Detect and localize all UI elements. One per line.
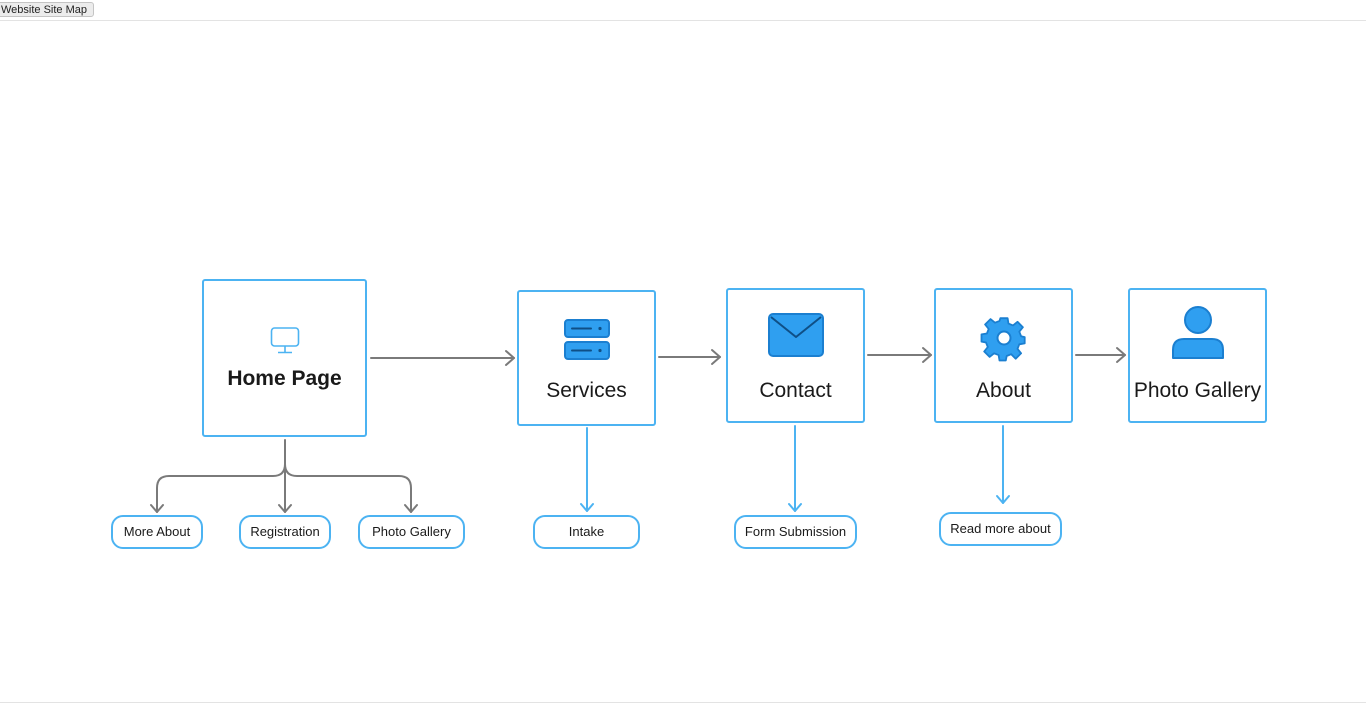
server-icon bbox=[563, 318, 611, 362]
mail-icon bbox=[767, 312, 825, 358]
gear-icon bbox=[979, 313, 1029, 363]
node-home-page[interactable]: Home Page bbox=[202, 279, 367, 437]
branch-home bbox=[156, 439, 286, 513]
tab-website-site-map[interactable]: Website Site Map bbox=[0, 2, 95, 17]
subpage-form-submission[interactable]: Form Submission bbox=[734, 515, 857, 549]
monitor-icon bbox=[269, 325, 301, 357]
node-label: Contact bbox=[759, 379, 832, 402]
subpage-read-more-about[interactable]: Read more about bbox=[939, 512, 1062, 546]
node-label: Home Page bbox=[227, 367, 342, 390]
node-label: About bbox=[976, 379, 1031, 402]
subpage-more-about[interactable]: More About bbox=[111, 515, 203, 549]
node-services[interactable]: Services bbox=[517, 290, 656, 426]
node-label: Photo Gallery bbox=[1133, 379, 1262, 402]
subpage-registration[interactable]: Registration bbox=[239, 515, 331, 549]
node-about[interactable]: About bbox=[934, 288, 1073, 423]
node-label: Services bbox=[546, 379, 627, 402]
subpage-photo-gallery[interactable]: Photo Gallery bbox=[358, 515, 465, 549]
node-photo-gallery[interactable]: Photo Gallery bbox=[1128, 288, 1267, 423]
node-contact[interactable]: Contact bbox=[726, 288, 865, 423]
subpage-intake[interactable]: Intake bbox=[533, 515, 640, 549]
user-icon bbox=[1170, 304, 1226, 360]
toolbar-divider bbox=[0, 20, 1366, 21]
bottom-divider bbox=[0, 702, 1366, 703]
